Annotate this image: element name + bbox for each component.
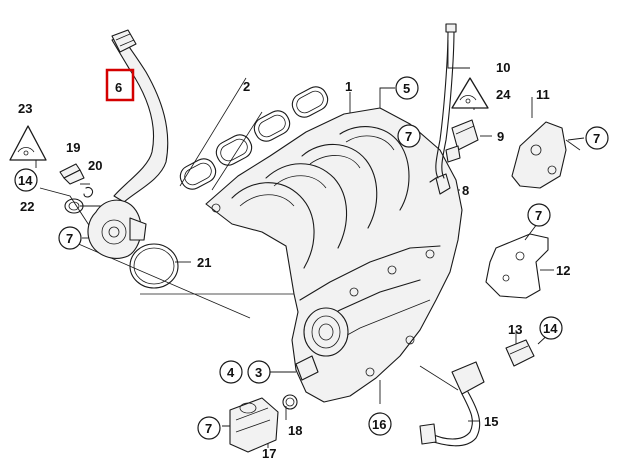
callout-20: 20 xyxy=(88,158,102,173)
callout-10: 10 xyxy=(496,60,510,75)
callout-7-bottom: 7 xyxy=(205,421,212,436)
callout-12: 12 xyxy=(556,263,570,278)
callout-4: 4 xyxy=(227,365,235,380)
callout-19: 19 xyxy=(66,140,80,155)
seal-part-18 xyxy=(282,394,298,410)
callout-21: 21 xyxy=(197,255,211,270)
callout-5: 5 xyxy=(403,81,410,96)
vent-line-part-10 xyxy=(435,23,457,179)
callout-13: 13 xyxy=(508,322,522,337)
callout-labels: 6 2 1 5 10 24 11 9 8 7 7 7 12 13 14 15 1… xyxy=(14,60,609,461)
callout-8: 8 xyxy=(462,183,469,198)
bracket-part-8 xyxy=(429,173,451,195)
actuator-part-17 xyxy=(229,397,279,453)
bracket-part-12 xyxy=(485,233,549,299)
callout-6: 6 xyxy=(115,80,122,95)
clip-part-20 xyxy=(83,186,94,198)
callout-2: 2 xyxy=(243,79,250,94)
callout-22: 22 xyxy=(20,199,34,214)
callout-7-right: 7 xyxy=(593,131,600,146)
sensor-part-19 xyxy=(59,163,85,185)
valve-part-15 xyxy=(419,361,485,447)
thermostat-housing xyxy=(87,199,147,259)
warning-triangle-23 xyxy=(9,125,47,161)
callout-11: 11 xyxy=(536,87,550,102)
callout-16: 16 xyxy=(372,417,386,432)
seal-part-22 xyxy=(64,198,84,214)
callout-7-mid: 7 xyxy=(535,208,542,223)
gaskets-part-2 xyxy=(179,86,329,190)
o-ring-21 xyxy=(129,243,179,289)
sensor-part-13 xyxy=(505,339,535,367)
bracket-part-11 xyxy=(511,121,581,189)
warning-triangle-24 xyxy=(451,77,489,109)
intake-manifold-part-1 xyxy=(205,107,463,403)
callout-14-left: 14 xyxy=(18,173,33,188)
hose-part-6 xyxy=(111,29,169,203)
valve-part-9 xyxy=(445,119,479,163)
callout-18: 18 xyxy=(288,423,302,438)
callout-7-left: 7 xyxy=(66,231,73,246)
throttle-connector-part-3 xyxy=(295,355,319,381)
callout-14-right: 14 xyxy=(543,321,558,336)
callout-9: 9 xyxy=(497,129,504,144)
callout-17: 17 xyxy=(262,446,276,461)
callout-24: 24 xyxy=(496,87,511,102)
callout-7-upper: 7 xyxy=(405,129,412,144)
callout-1: 1 xyxy=(345,79,352,94)
highlight-box-6 xyxy=(105,68,135,102)
callout-23: 23 xyxy=(18,101,32,116)
callout-3: 3 xyxy=(255,365,262,380)
callout-15: 15 xyxy=(484,414,498,429)
